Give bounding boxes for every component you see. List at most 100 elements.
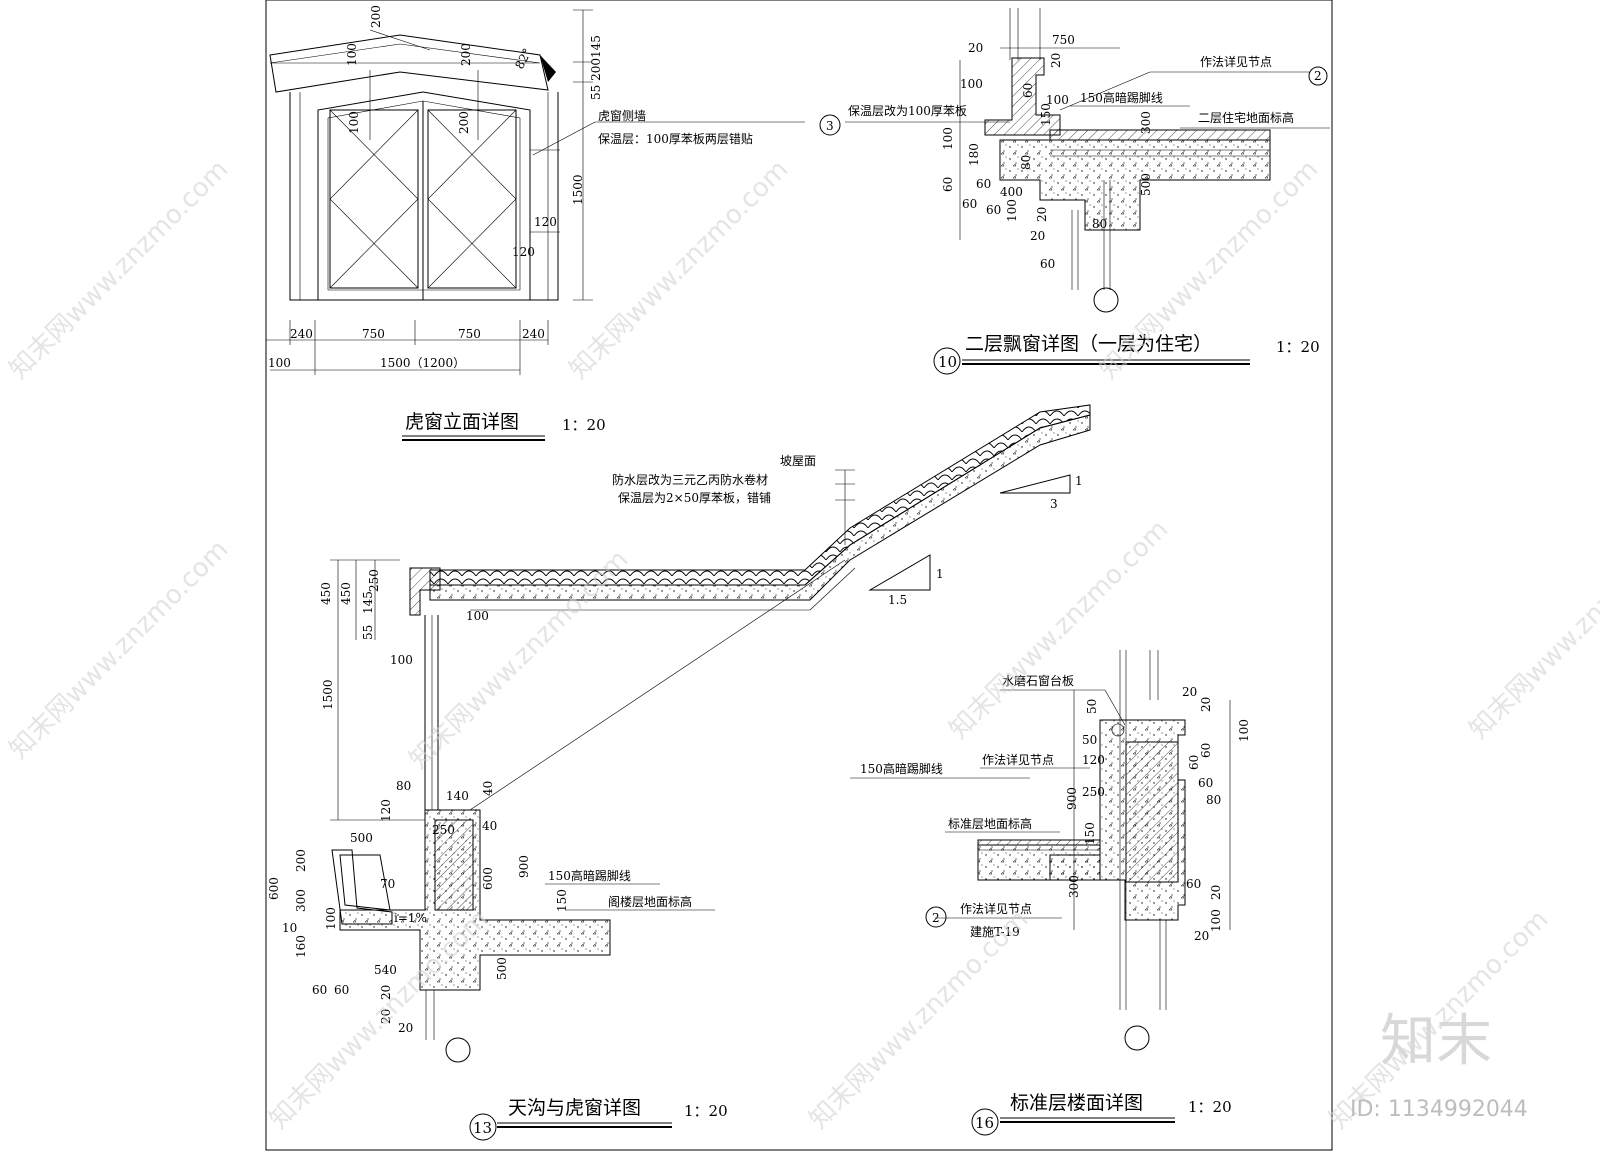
dim-d100a: 100	[960, 77, 983, 91]
callout-3: 3	[826, 119, 834, 133]
dim-100a: 100	[345, 43, 359, 66]
scale-gutter-dormer: 1：20	[684, 1102, 728, 1120]
dim-angle: 82°	[512, 46, 534, 71]
title-dormer-elevation: 虎窗立面详图	[405, 411, 519, 433]
label-skirting: 150高暗踢脚线	[1080, 90, 1163, 105]
lower-slope-rise: 1	[936, 567, 944, 581]
scale-std-floor: 1：20	[1188, 1098, 1232, 1116]
dim-gd-120: 120	[379, 799, 393, 822]
dim-gd-70: 70	[380, 877, 395, 891]
dim-gd-300: 300	[294, 889, 308, 912]
floor-number: 16	[975, 1114, 994, 1132]
floor-ref-number: 2	[932, 911, 940, 925]
bay-ref-number: 2	[1314, 69, 1322, 83]
callout-3-circle	[819, 114, 841, 136]
dim-gd-500b: 500	[495, 957, 509, 980]
dim-d750: 750	[1052, 33, 1075, 47]
dim-sf-20d: 20	[1194, 929, 1209, 943]
brand-logo: 知末	[1380, 1009, 1492, 1074]
bay-axis-bubble	[1093, 287, 1119, 313]
dim-top-200: 200	[369, 5, 383, 28]
dim-gd-10: 10	[282, 921, 297, 935]
dim-gd-20b: 20	[379, 1009, 393, 1024]
label-floor-level: 二层住宅地面标高	[1198, 110, 1294, 125]
dim-gd-40a: 40	[481, 781, 495, 796]
floor-axis-bubble	[1124, 1025, 1150, 1051]
watermark-layer: 知末网www.znzmo.com 知末网www.znzmo.com 知末网www…	[4, 154, 1600, 1135]
dim-d400: 400	[1000, 185, 1023, 199]
dim-sf-80: 80	[1206, 793, 1221, 807]
dim-sf-60c: 60	[1198, 776, 1213, 790]
label-sill: 水磨石窗台板	[1002, 673, 1074, 688]
dim-total-width: 1500（1200）	[380, 356, 465, 370]
dim-gd-100a: 100	[466, 609, 489, 623]
dim-sf-250: 250	[1082, 785, 1105, 799]
dim-d60d: 60	[962, 197, 977, 211]
dim-right-stack: 55 200145	[589, 35, 603, 100]
dim-w240b: 240	[522, 327, 545, 341]
label-detail-ref-floor: 作法详见节点	[982, 752, 1054, 767]
dim-d100d: 100	[1005, 199, 1019, 222]
dim-sf-150: 150	[1083, 822, 1097, 845]
dim-gd-80: 80	[396, 779, 411, 793]
dim-d20a: 20	[968, 41, 983, 55]
dim-sf-50b: 50	[1082, 733, 1097, 747]
watermark-text: 知末网www.znzmo.com	[1464, 514, 1600, 745]
label-attic-level: 阁楼层地面标高	[608, 894, 692, 909]
label-side-wall: 虎窗侧墙	[598, 109, 646, 123]
dim-gd-540: 540	[374, 963, 397, 977]
dim-gd-100b: 100	[390, 653, 413, 667]
label-insulation-gutter: 保温层为2×50厚苯板，错铺	[618, 491, 771, 505]
label-insulation-change: 保温层改为100厚苯板	[848, 104, 967, 118]
watermark-text: 知末网www.znzmo.com	[804, 904, 1035, 1135]
dim-120a: 120	[534, 215, 557, 229]
dim-sf-300: 300	[1067, 875, 1081, 898]
dim-gd-40b: 40	[482, 819, 497, 833]
dim-d20c: 20	[1035, 207, 1049, 222]
watermark-text: 知末网www.znzmo.com	[564, 154, 795, 385]
dim-d60e: 60	[986, 203, 1001, 217]
roof-tiles	[429, 404, 1091, 586]
upper-slope-rise: 1	[1075, 474, 1083, 488]
dim-sf-100b: 100	[1209, 909, 1223, 932]
left-sash	[329, 109, 419, 289]
gutter-axis-bubble	[445, 1037, 471, 1063]
dim-200d: 200	[457, 111, 471, 134]
dim-d180: 180	[967, 143, 981, 166]
floor-number-circle	[971, 1108, 999, 1136]
dim-gd-450a: 450	[319, 582, 333, 605]
bay-ref-circle	[1308, 66, 1328, 86]
dim-200b: 200	[459, 43, 473, 66]
label-detail-ref: 作法详见节点	[1200, 54, 1272, 69]
scale-dormer-elevation: 1：20	[562, 416, 606, 434]
gutter-number: 13	[473, 1119, 492, 1137]
bay-number: 10	[938, 353, 957, 371]
dim-1500-height: 1500	[571, 174, 585, 205]
dim-sf-20b: 20	[1199, 697, 1213, 712]
dormer-elevation-drawing: 200 100 200 82° 100 200 55 200145 1500 1…	[265, 5, 805, 441]
upper-slope-run: 3	[1050, 497, 1058, 511]
label-floor-level-std: 标准层地面标高	[948, 816, 1032, 831]
dim-d80b: 80	[1092, 217, 1107, 231]
label-skirting-gutter: 150高暗踢脚线	[548, 868, 631, 883]
watermark-text: 知末网www.znzmo.com	[4, 154, 235, 385]
dim-gd-20c: 20	[398, 1021, 413, 1035]
dim-d20b: 20	[1049, 53, 1063, 68]
label-detail-ref2: 作法详见节点	[960, 901, 1032, 916]
dim-sf-20a: 20	[1182, 685, 1197, 699]
dim-gd-1500: 1500	[321, 679, 335, 710]
label-insulation: 保温层：100厚苯板两层错贴	[598, 132, 753, 146]
dim-d500: 500	[1139, 173, 1153, 196]
dim-gd-600b: 600	[481, 867, 495, 890]
gutter-number-circle	[469, 1113, 497, 1141]
dim-d80a: 80	[1019, 155, 1033, 170]
dim-d20d: 20	[1030, 229, 1045, 243]
dim-gd-250a: 250	[367, 569, 381, 592]
dim-sf-20c: 20	[1209, 885, 1223, 900]
window-frame	[317, 91, 531, 301]
bay-slab	[999, 139, 1271, 231]
dim-gd-900: 900	[517, 855, 531, 878]
dim-sf-900: 900	[1065, 787, 1079, 810]
title-std-floor: 标准层楼面详图	[1010, 1092, 1143, 1114]
